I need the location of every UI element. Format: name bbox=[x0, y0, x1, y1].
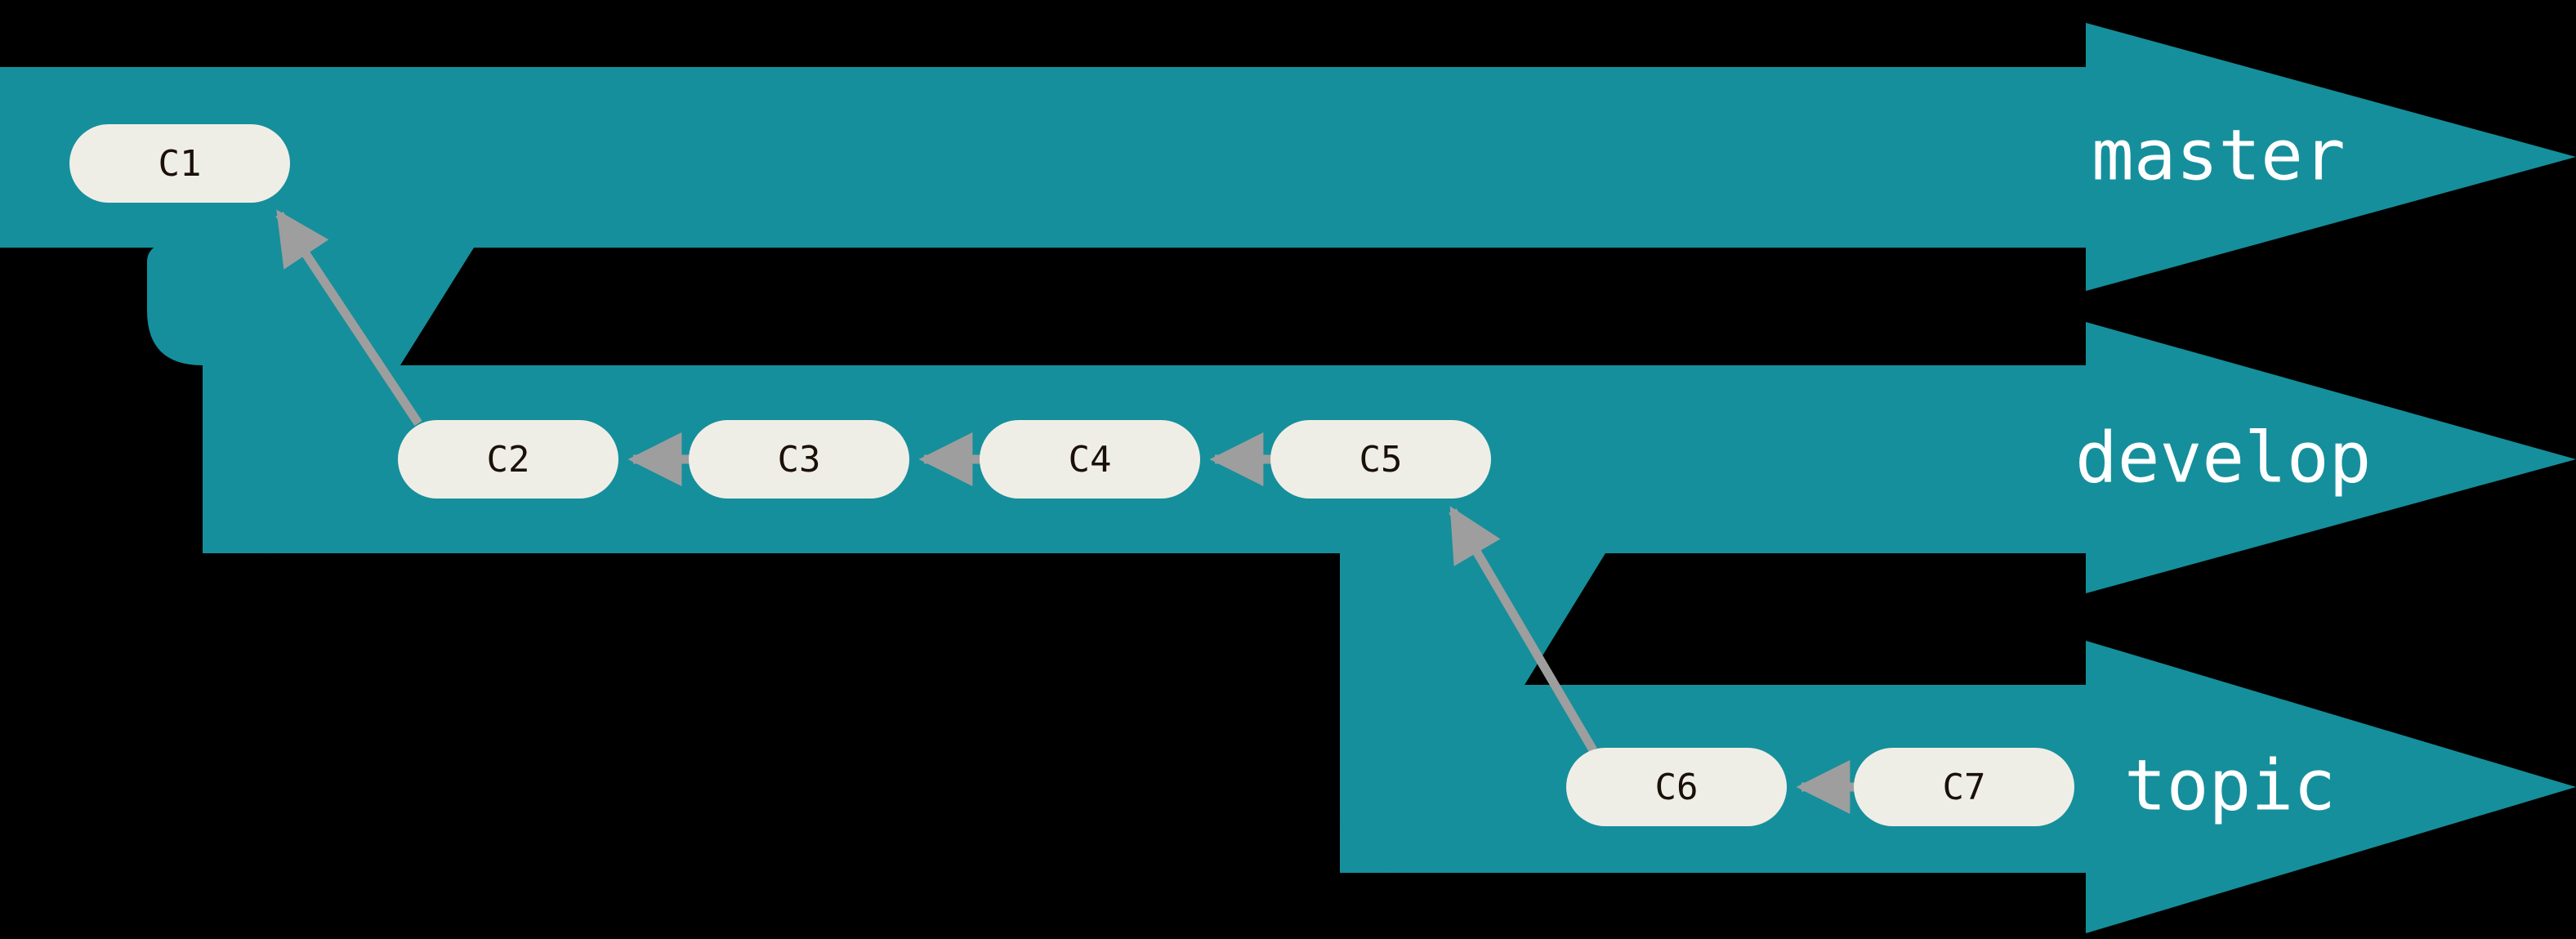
branch-labels: master develop topic bbox=[2075, 114, 2371, 826]
branch-label-master[interactable]: master bbox=[2092, 114, 2346, 196]
commit-label: C1 bbox=[158, 143, 202, 185]
branch-band-develop bbox=[203, 322, 2576, 700]
commit-node-c2[interactable]: C2 bbox=[398, 420, 618, 499]
commit-shape bbox=[69, 124, 290, 203]
commit-node-c6[interactable]: C6 bbox=[1566, 748, 1787, 826]
commit-label: C6 bbox=[1655, 767, 1699, 808]
commit-shape bbox=[1566, 748, 1787, 826]
edge-c2-to-c1 bbox=[275, 209, 422, 427]
commit-shape bbox=[1270, 420, 1491, 499]
flow-ribbon-master-develop bbox=[203, 248, 474, 553]
commit-label: C3 bbox=[778, 439, 821, 481]
commit-shape bbox=[980, 420, 1200, 499]
branch-label-develop[interactable]: develop bbox=[2075, 417, 2371, 499]
branch-band-master bbox=[0, 23, 2576, 394]
commit-label: C7 bbox=[1943, 767, 1986, 808]
commit-node-c3[interactable]: C3 bbox=[689, 420, 909, 499]
commit-node-c7[interactable]: C7 bbox=[1854, 748, 2074, 826]
commit-label: C4 bbox=[1069, 439, 1112, 481]
commit-node-c4[interactable]: C4 bbox=[980, 420, 1200, 499]
commit-node-c5[interactable]: C5 bbox=[1270, 420, 1491, 499]
commit-shape bbox=[689, 420, 909, 499]
commit-nodes: C1 C2 C3 C4 C5 C6 bbox=[69, 124, 2074, 826]
commit-edges bbox=[275, 209, 1864, 814]
flow-ribbon-develop-topic bbox=[1340, 553, 1605, 873]
commit-node-c1[interactable]: C1 bbox=[69, 124, 290, 203]
commit-label: C2 bbox=[487, 439, 530, 481]
edge-c6-to-c5 bbox=[1449, 506, 1597, 753]
commit-shape bbox=[1854, 748, 2074, 826]
branch-label-topic[interactable]: topic bbox=[2124, 744, 2336, 826]
commit-shape bbox=[398, 420, 618, 499]
commit-label: C5 bbox=[1359, 439, 1403, 481]
